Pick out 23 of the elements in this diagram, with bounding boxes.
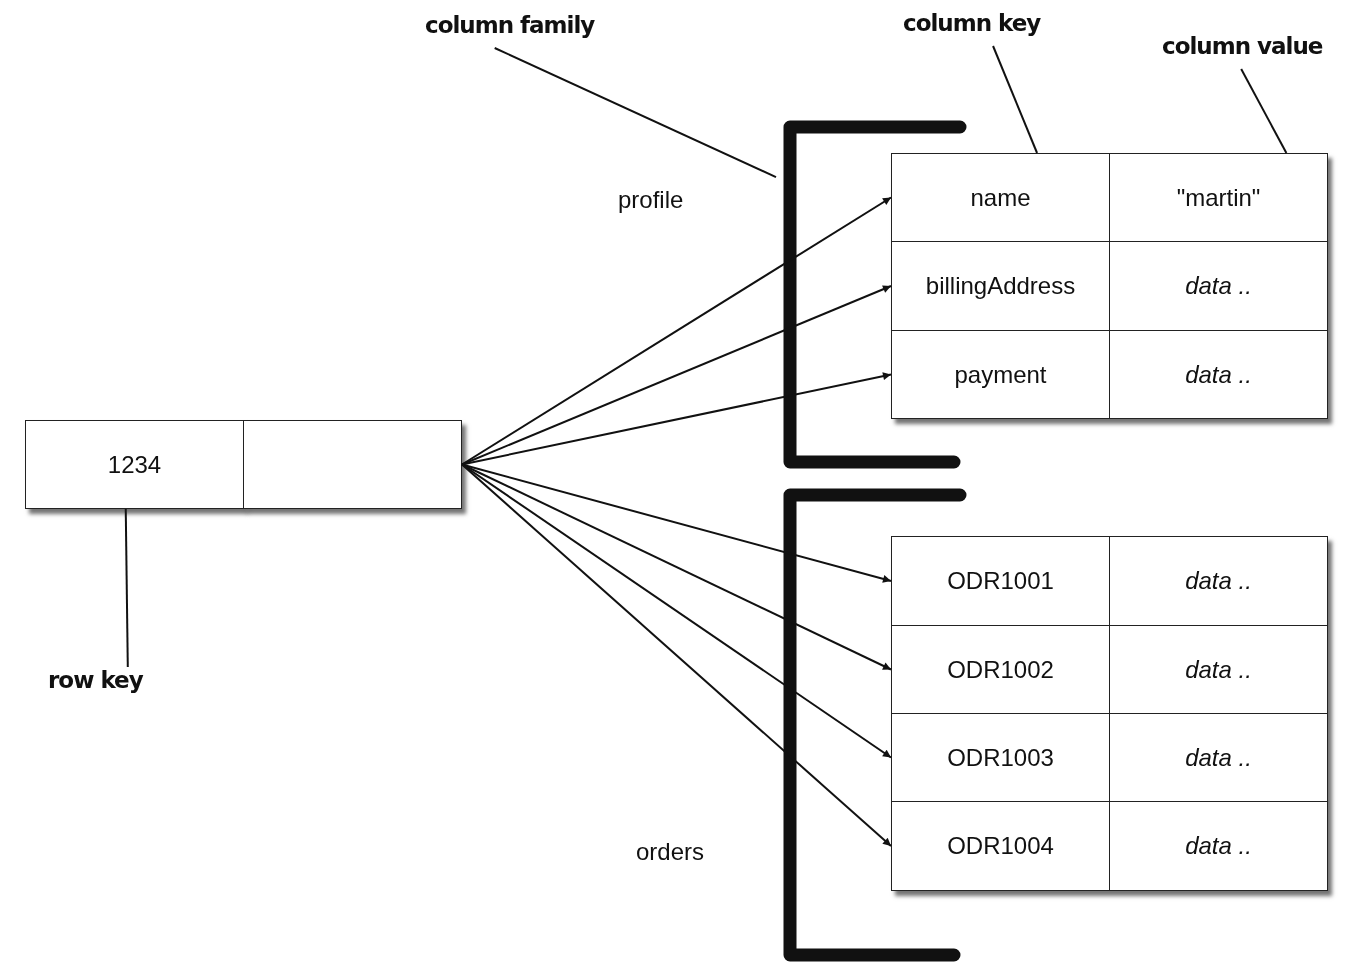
arrow xyxy=(461,463,892,847)
table-cell: data .. xyxy=(1109,330,1328,419)
arrow xyxy=(461,285,892,466)
group-label: profile xyxy=(618,186,684,214)
table-cell xyxy=(243,420,462,509)
leader-line xyxy=(493,47,777,179)
group-label: orders xyxy=(636,838,705,866)
table-cell: 1234 xyxy=(25,420,244,509)
callout-label: row key xyxy=(48,667,153,703)
table-cell: data .. xyxy=(1109,801,1328,891)
table-cell: "martin" xyxy=(1109,153,1328,242)
table-cell: payment xyxy=(891,330,1110,419)
table-cell: name xyxy=(891,153,1110,242)
arrow xyxy=(461,196,892,466)
table-cell: ODR1004 xyxy=(891,801,1110,891)
table-cell: data .. xyxy=(1109,536,1328,626)
leader-line xyxy=(124,508,129,668)
callout-label: column value xyxy=(1162,33,1327,69)
leader-line xyxy=(1240,68,1288,154)
leader-line xyxy=(992,45,1039,154)
callout-label: column family xyxy=(425,12,595,48)
arrow xyxy=(461,463,892,759)
table-cell: ODR1001 xyxy=(891,536,1110,626)
